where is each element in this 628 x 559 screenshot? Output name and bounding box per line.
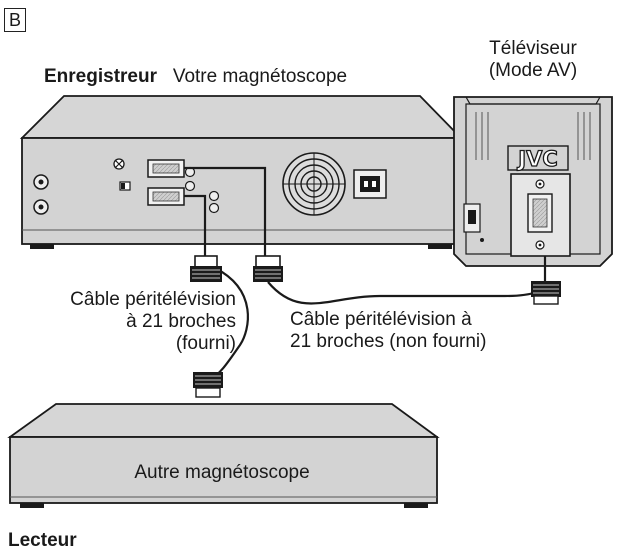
fan-grille-icon [282,152,346,216]
power-socket-icon [353,169,387,199]
player-vcr: Autre magnétoscope [7,403,440,508]
figure-label: B [4,8,26,32]
cable-supplied-line1: Câble péritélévision [70,289,236,310]
cable-not-supplied-line1: Câble péritélévision à [290,309,472,330]
cable-supplied-line3: (fourni) [175,333,236,354]
player-top-face [7,403,440,438]
tv-brand: JVC [516,147,557,171]
cable-recorder-av1-to-tv [184,166,267,258]
recorder-top-face [19,95,464,139]
recorder-title: Enregistreur [44,66,157,87]
player-device-label: Autre magnétoscope [134,462,309,483]
cable-recorder-av2-to-player [184,194,207,258]
recorder-back-panel [21,137,462,245]
tv-caption: Téléviseur (Mode AV) [468,38,598,82]
cable-not-supplied-line2: 21 broches (non fourni) [290,331,487,352]
scart-plug-recorder-av2 [190,255,222,282]
tv-caption-line2: (Mode AV) [488,60,578,81]
recorder-subtitle: Votre magnétoscope [172,66,348,87]
cable-supplied-wire [209,267,249,381]
recorder-caption: Enregistreur Votre magnétoscope [44,66,347,88]
tv-caption-line1: Téléviseur [489,38,577,59]
jvc-logo-icon: JVC [507,145,569,172]
scart-plug-recorder-av1 [253,255,283,282]
player-title: Lecteur [8,530,77,551]
player-front-panel [9,436,438,504]
cable-supplied-caption: Câble péritélévision à 21 broches (fourn… [8,289,236,355]
cable-not-supplied-caption: Câble péritélévision à 21 broches (non f… [290,309,486,353]
scart-plug-tv [531,281,561,305]
recorder-vcr [19,95,464,249]
cable-supplied-line2: à 21 broches [126,311,236,332]
tv-set: JVC [453,96,613,281]
scart-plug-player [193,372,223,398]
